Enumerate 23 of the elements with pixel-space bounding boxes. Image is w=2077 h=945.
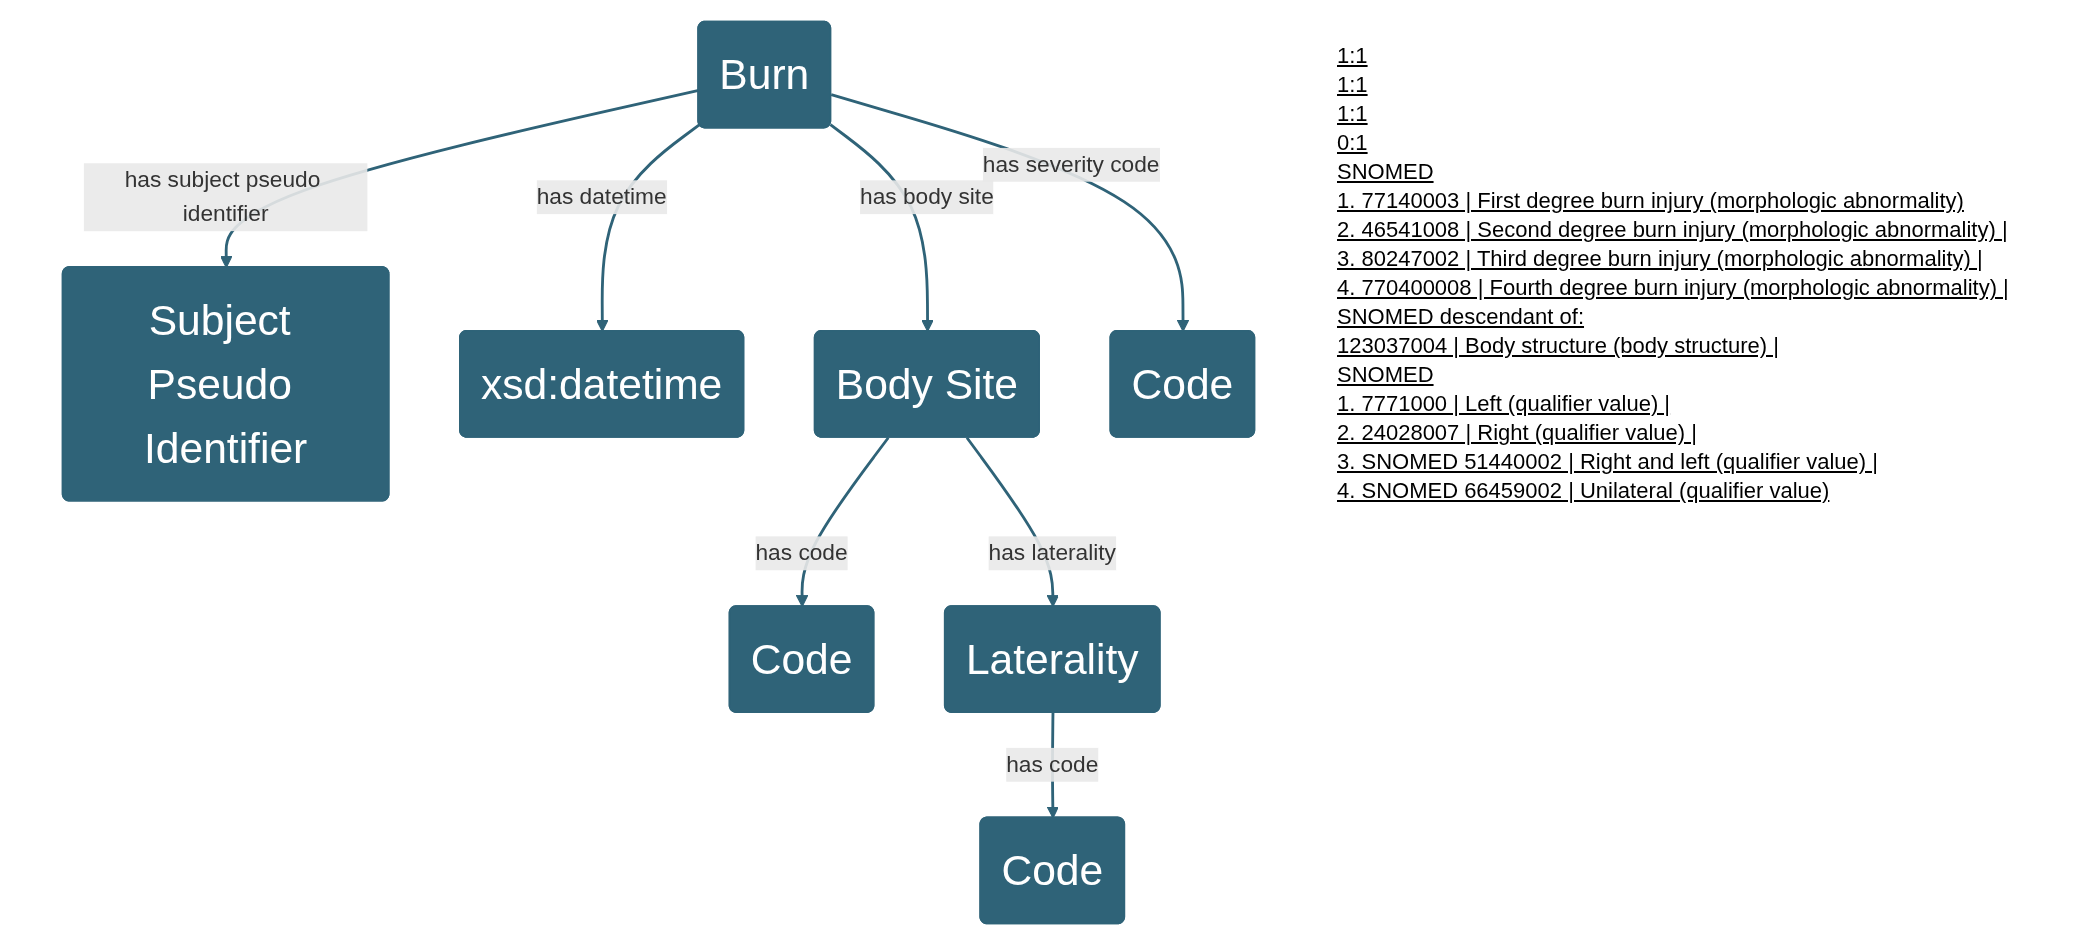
note-text: 1:1 xyxy=(1337,101,1369,127)
note-text: 3. SNOMED 51440002 | Right and left (qualifier value) | xyxy=(1337,449,1879,475)
note-text: SNOMED descendant of: xyxy=(1337,304,1585,330)
edge-label: has severity code xyxy=(982,152,1160,177)
note-text: 0:1 xyxy=(1337,130,1369,156)
note-text: 3. 80247002 | Third degree burn injury (morphologic abnormality) | xyxy=(1337,246,1984,272)
note-text: 4. 770400008 | Fourth degree burn injury (morphologic abnormality) | xyxy=(1337,275,2010,301)
note-text: 123037004 | Body structure (body structure) | xyxy=(1337,333,1780,359)
note-text: 1:1 xyxy=(1337,43,1369,69)
edge-label: has subject pseudo identifier xyxy=(124,167,321,226)
edge-label: has datetime xyxy=(536,184,667,209)
note-text: 1. 77140003 | First degree burn injury (morphologic abnormality) xyxy=(1337,188,1965,214)
note-text: 4. SNOMED 66459002 | Unilateral (qualifier value) xyxy=(1337,478,1831,504)
note-text: SNOMED xyxy=(1337,362,1435,388)
edge-label: has code xyxy=(755,540,848,565)
edge-label: has laterality xyxy=(988,540,1116,565)
note-text: 2. 46541008 | Second degree burn injury (morphologic abnormality) | xyxy=(1337,217,2009,243)
note-text: 1:1 xyxy=(1337,72,1369,98)
note-text: 1. 7771000 | Left (qualifier value) | xyxy=(1337,391,1672,417)
edge-label: has body site xyxy=(860,184,994,209)
edge-label: has code xyxy=(1006,751,1099,777)
note-text: SNOMED xyxy=(1337,159,1435,185)
note-text: 2. 24028007 | Right (qualifier value) | xyxy=(1337,420,1698,446)
